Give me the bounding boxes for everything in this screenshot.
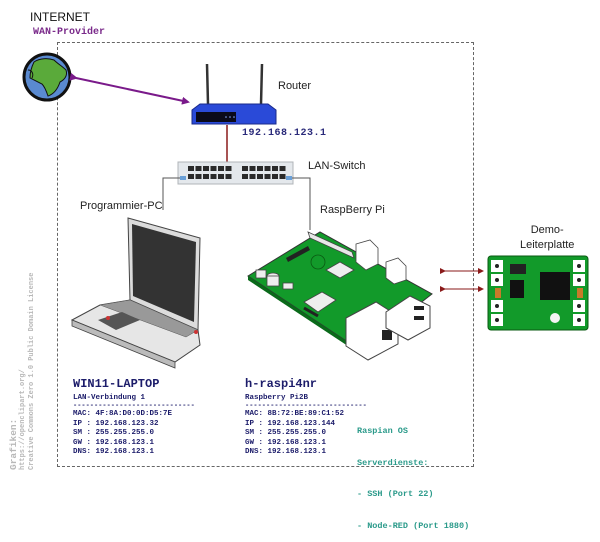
- pi-services: Raspian OS Serverdienste: - SSH (Port 22…: [357, 405, 469, 542]
- pi-label: RaspBerry Pi: [320, 204, 385, 216]
- laptop-connection: LAN-Verbindung 1: [73, 394, 146, 402]
- switch-port: [218, 166, 224, 171]
- laptop-sm: SM : 255.255.255.0: [73, 429, 155, 437]
- switch-port: [210, 174, 217, 179]
- laptop-mac: MAC: 4F:8A:D0:0D:D5:7E: [73, 410, 173, 418]
- laptop-dns: DNS: 192.168.123.1: [73, 448, 155, 456]
- switch-port: [249, 174, 256, 179]
- pi-model: Raspberry Pi2B: [245, 394, 309, 402]
- pi-mac: MAC: 8B:72:BE:89:C1:52: [245, 410, 345, 418]
- pi-os: Raspian OS: [357, 426, 409, 436]
- switch-port: [195, 174, 202, 179]
- lan-switch-icon: [177, 161, 294, 185]
- demo-board-label-line2: Leiterplatte: [520, 239, 575, 251]
- laptop-gw: GW : 192.168.123.1: [73, 438, 155, 447]
- switch-port: [264, 166, 271, 171]
- switch-label: LAN-Switch: [308, 160, 366, 172]
- switch-port: [188, 166, 194, 171]
- switch-port: [242, 166, 248, 171]
- pc-label: Programmier-PC: [80, 200, 163, 212]
- switch-port: [225, 166, 232, 171]
- router-ip: 192.168.123.1: [242, 128, 327, 139]
- switch-port: [203, 166, 209, 171]
- router-icon: [191, 63, 277, 125]
- internet-title: INTERNET: [30, 10, 90, 24]
- switch-port: [279, 166, 286, 171]
- switch-port: [195, 166, 202, 171]
- pi-service-ssh: - SSH (Port 22): [357, 489, 434, 499]
- switch-port: [188, 174, 194, 179]
- laptop-info: WIN11-LAPTOP LAN-Verbindung 1 ----------…: [73, 377, 195, 458]
- switch-port: [272, 166, 278, 171]
- switch-port: [249, 166, 256, 171]
- pi-hostname: h-raspi4nr: [245, 377, 318, 391]
- pi-services-title: Serverdienste:: [357, 457, 429, 468]
- laptop-separator: -----------------------------: [73, 402, 195, 410]
- demo-board-label: Demo- Leiterplatte: [520, 223, 574, 253]
- raspberry-pi-icon: [247, 231, 433, 361]
- switch-port: [272, 174, 278, 179]
- lan-boundary: [57, 42, 474, 467]
- switch-port: [264, 174, 271, 179]
- demo-board-label-line1: Demo-: [530, 224, 564, 236]
- pi-separator: -----------------------------: [245, 402, 367, 410]
- credits-title: Grafiken:: [8, 418, 19, 470]
- switch-pc-link: [162, 177, 180, 210]
- pi-gw: GW : 192.168.123.1: [245, 438, 327, 447]
- credits-url: https://openclipart.org/: [19, 369, 27, 470]
- internet-globe-icon: [22, 52, 72, 102]
- demo-pcb-icon: [487, 255, 589, 331]
- credits: Grafiken: https://openclipart.org/ Creat…: [8, 273, 37, 470]
- switch-port: [203, 174, 209, 179]
- credits-license: Creative Commons Zero 1.0 Public Domain …: [28, 272, 36, 470]
- pi-dns: DNS: 192.168.123.1: [245, 448, 327, 456]
- router-label: Router: [278, 80, 312, 92]
- pi-info: h-raspi4nr Raspberry Pi2B --------------…: [245, 377, 367, 458]
- switch-port: [257, 174, 263, 179]
- network-diagram: [22, 52, 589, 369]
- laptop-hostname: WIN11-LAPTOP: [73, 377, 160, 391]
- switch-port: [218, 174, 224, 179]
- pi-sm: SM : 255.255.255.0: [245, 429, 327, 437]
- switch-port: [257, 166, 263, 171]
- laptop-ip: IP : 192.168.123.32: [73, 419, 159, 428]
- pi-service-nodered: - Node-RED (Port 1880): [357, 520, 470, 531]
- switch-port: [225, 174, 232, 179]
- laptop-icon: [70, 217, 201, 369]
- wan-link: [69, 72, 190, 105]
- switch-port: [279, 174, 286, 179]
- wan-provider-label: WAN-Provider: [33, 27, 106, 38]
- switch-pi-link: [292, 177, 311, 230]
- switch-port: [242, 174, 248, 179]
- switch-port: [210, 166, 217, 171]
- pi-ip: IP : 192.168.123.144: [245, 419, 336, 428]
